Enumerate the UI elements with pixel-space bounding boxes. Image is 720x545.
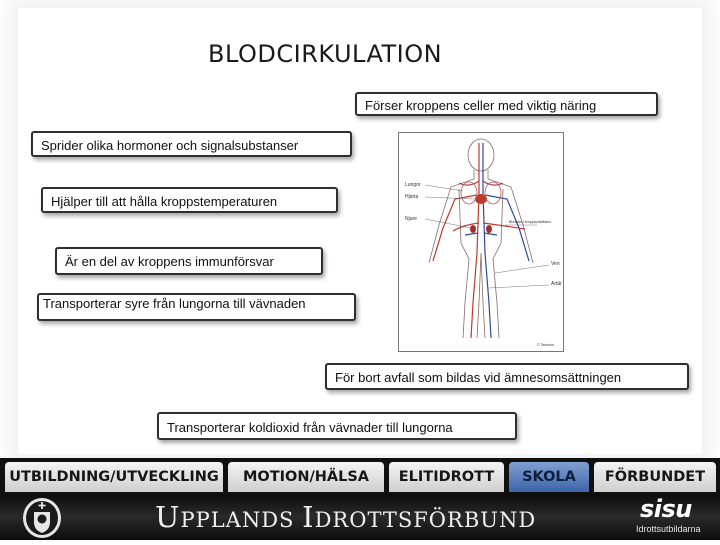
tab-motion[interactable]: MOTION/HÄLSA — [228, 462, 384, 492]
body-illustration: Lungor Hjärta Njure Blodkärl i kroppspul… — [405, 138, 562, 347]
label-ven: Ven — [551, 261, 560, 267]
callout-naring: Förser kroppens celler med viktig näring — [355, 92, 658, 116]
label-lungor: Lungor — [405, 182, 421, 188]
circulation-diagram: Lungor Hjärta Njure Blodkärl i kroppspul… — [398, 132, 564, 352]
tab-forbundet[interactable]: FÖRBUNDET — [594, 462, 716, 492]
callout-koldioxid: Transporterar koldioxid från vävnader ti… — [157, 412, 517, 440]
label-artar: Artär — [551, 281, 562, 287]
callout-syre: Transporterar syre från lungorna till vä… — [37, 293, 356, 321]
label-blodkarl: Blodkärl i kroppspulsådern — [509, 220, 551, 224]
tab-elitidrott[interactable]: ELITIDROTT — [389, 462, 504, 492]
tab-utbildning[interactable]: UTBILDNING/UTVECKLING — [5, 462, 223, 492]
nav-bar: UTBILDNING/UTVECKLING MOTION/HÄLSA ELITI… — [0, 458, 720, 494]
callout-avfall: För bort avfall som bildas vid ämnesomsä… — [325, 363, 689, 390]
callout-temperatur: Hjälper till att hålla kroppstemperature… — [41, 187, 338, 213]
label-hjarta: Hjärta — [405, 194, 419, 200]
brand-name: UPPLANDS IDROTTSFÖRBUND — [155, 500, 537, 534]
callout-immunforsvar: Är en del av kroppens immunförsvar — [55, 247, 323, 275]
footer-banner: UPPLANDS IDROTTSFÖRBUND sisu Idrottsutbi… — [0, 494, 720, 540]
tab-skola[interactable]: SKOLA — [509, 462, 589, 492]
crest-logo — [20, 496, 64, 545]
sisu-logo: sisu Idrottsutbildarna — [636, 495, 701, 534]
label-njure: Njure — [405, 216, 417, 222]
slide-title: BLODCIRKULATION — [208, 40, 443, 68]
slide-canvas: BLODCIRKULATION Förser kroppens celler m… — [31, 40, 689, 440]
label-credit: © Tanimun — [537, 343, 554, 347]
callout-hormoner: Sprider olika hormoner och signalsubstan… — [31, 131, 352, 157]
